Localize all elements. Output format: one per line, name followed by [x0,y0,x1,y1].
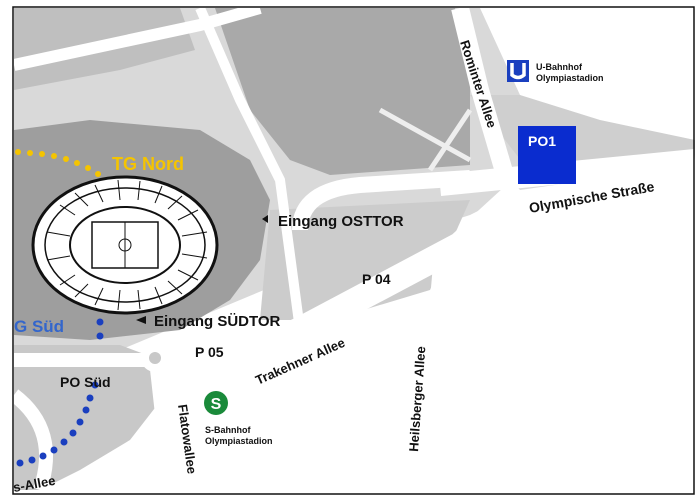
parking-po1-box [518,126,576,184]
suedtor-arrow-icon [136,316,146,324]
tg-sued-dots [96,318,104,340]
road-osttor-loop [292,170,471,231]
tg-nord-route [15,149,101,177]
road-north-west [12,2,262,71]
street-heilsberger-label: Heilsberger Allee [406,346,428,453]
tg-nord-label: TG Nord [112,154,184,174]
parking-p04-label: P 04 [362,271,391,287]
building-block [215,8,470,175]
u-bahn-icon [507,60,529,82]
osttor-arrow-icon [262,215,268,223]
blue-route [16,381,99,467]
p04-area [260,200,470,320]
parking-po1-label: PO1 [528,133,556,149]
stadium-icon [31,175,219,315]
sbahn-label-line2: Olympiastadion [205,436,273,446]
road-flatow [149,358,186,495]
sbahn-label-line1: S-Bahnhof [205,425,251,435]
map-frame [12,6,695,495]
ubahn-label-line2: Olympiastadion [536,73,604,83]
road-heilsberger [413,264,447,495]
roundabout-center [149,352,161,364]
tg-sued-label: G Süd [14,317,64,336]
entrance-suedtor-label: Eingang SÜDTOR [154,313,281,330]
street-s-allee-label: s-Allee [12,473,57,495]
road-s-allee [9,389,53,493]
entrance-osttor-label: Eingang OSTTOR [278,213,404,230]
road-trakehner [154,180,529,407]
s-bahn-icon: S [204,391,228,415]
parking-po-sued-label: PO Süd [60,374,111,390]
svg-text:S: S [211,396,222,413]
path-ubahn [378,107,473,172]
road-north-middle [195,6,305,331]
ubahn-label-line1: U-Bahnhof [536,62,583,72]
parking-p05-label: P 05 [195,344,224,360]
road-rominter [451,5,514,178]
